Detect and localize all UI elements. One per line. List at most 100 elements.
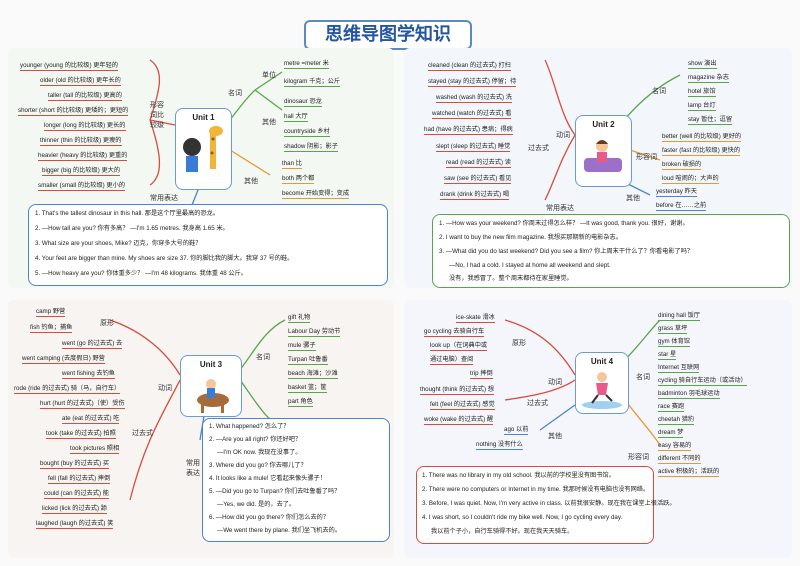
unit3-sentence-1: 1. What happened? 怎么了？ — [209, 423, 290, 430]
unit3-noun-2: Labour Day 劳动节 — [288, 328, 341, 337]
unit1-sentence-1: 1. That's the tallest dinosaur in this h… — [35, 210, 220, 217]
unit4-adj-label: 形容词 — [628, 454, 649, 461]
unit3-verb-11: could (can 的过去式) 能 — [44, 490, 109, 499]
unit1-adj-9: smaller (small 的比较级) 更小的 — [38, 182, 125, 191]
unit3-noun-5: beach 海滩；沙滩 — [288, 370, 338, 379]
unit3-noun-6: basket 篮；筐 — [288, 384, 327, 393]
unit3-noun-3: mule 骡子 — [288, 342, 316, 351]
unit1-adj-4: shorter (short 的比较级) 更矮的；更短的 — [18, 107, 129, 116]
unit2-verb-4: watched (watch 的过去式) 看 — [432, 110, 512, 119]
unit2-hub: Unit 2 — [575, 115, 632, 187]
unit3-noun-7: part 角色 — [288, 398, 313, 407]
unit3-hub: Unit 3 — [180, 355, 242, 417]
unit2-adj-1: better (well 的比较级) 更好的 — [662, 133, 742, 142]
unit3-sentence-3: 3. Where did you go? 你去哪儿了？ — [209, 462, 307, 469]
unit1-other-label: 其他 — [244, 178, 258, 185]
unit4-noun-5: Internet 互联网 — [658, 364, 700, 373]
unit4-sentence-2: 2. There were no computers or Internet i… — [422, 486, 650, 493]
unit4-noun-1: dining hall 饭厅 — [658, 312, 700, 321]
unit4-noun-3: gym 体育馆 — [658, 338, 690, 347]
unit4-verb-1: thought (think 的过去式) 想 — [420, 386, 494, 395]
unit4-past-label: 过去式 — [527, 400, 548, 407]
unit2-noun-4: lamp 台灯 — [688, 102, 716, 111]
unit2-other-label: 其他 — [626, 195, 640, 202]
unit4-noun-4: star 星 — [658, 351, 677, 360]
unit4-sentence-3: 3. Before, I was quiet. Now, I'm very ac… — [422, 500, 676, 507]
unit4-phrase-label: 原形 — [512, 340, 526, 347]
unit1-adj-7: heavier (heavy 的比较级) 更重的 — [38, 152, 128, 161]
unit3-verb-5: hurt (hurt 的过去式)（使）受伤 — [40, 400, 125, 409]
unit2-verb-2: stayed (stay 的过去式) 停留；待 — [428, 78, 517, 87]
unit3-sentence-6: 6. —How did you go there? 你们怎么去的？ — [209, 514, 330, 521]
unit2-verb-7: read (read 的过去式) 读 — [446, 159, 511, 168]
unit3-sentence-5: 5. —Did you go to Turpan? 你们去吐鲁番了吗？ — [209, 488, 341, 495]
unit1-other-1: than 比 — [282, 160, 302, 169]
unit4-sentence-1: 1. There was no library in my old school… — [422, 472, 615, 479]
unit4-phrase-3: look up（在词典中或 — [430, 342, 488, 351]
unit2-adj-4: loud 喧闹的；大声的 — [662, 175, 719, 184]
unit2-sentence-1: 1. —How was your weekend? 你周末过得怎么样？ —It … — [439, 220, 689, 227]
unit3-verb-4: rode (ride 的过去式) 骑（马，自行车） — [14, 385, 121, 394]
unit2-sentence-3c: 没有，我感冒了。整个周末都待在家里睡觉。 — [449, 275, 573, 282]
unit1-adj-3: taller (tall 的比较级) 更高的 — [48, 92, 122, 101]
unit1-noun-label: 名词 — [228, 90, 242, 97]
unit4-adj-3: active 积极的；活跃的 — [658, 468, 720, 477]
unit4-noun-2: grass 草坪 — [658, 325, 688, 334]
unit2-verb-6: slept (sleep 的过去式) 睡觉 — [436, 143, 511, 152]
unit3-verb-2: went camping (去度假日) 野营 — [22, 355, 105, 364]
unit1-other-noun-label: 其他 — [262, 119, 276, 126]
unit3-sentence-4: 4. It looks like a mule! 它看起来像头骡子！ — [209, 475, 326, 482]
unit3-phrase-2: fish 钓鱼；捕鱼 — [30, 324, 73, 333]
unit3-verb-9: bought (buy 的过去式) 买 — [40, 460, 110, 469]
unit3-verb-6: ate (eat 的过去式) 吃 — [62, 415, 120, 424]
unit2-other-2: before 在……之前 — [656, 202, 707, 211]
unit1-unit-2: kilogram 千克；公斤 — [284, 78, 341, 87]
unit3-noun-1: gift 礼物 — [288, 314, 311, 323]
unit3-title: Unit 3 — [199, 360, 223, 369]
unit3-verb-3: went fishing 去钓鱼 — [62, 370, 115, 379]
unit1-adj-2: older (old 的比较级) 更年长的 — [40, 77, 121, 86]
unit4-other-label: 其他 — [548, 433, 562, 440]
unit3-phrase-1: camp 野营 — [36, 308, 66, 317]
unit4-hub: Unit 4 — [575, 352, 629, 414]
unit1-expr-label: 常用表达 — [150, 195, 178, 202]
unit1-adj-label: 形容词比较级 — [150, 102, 164, 129]
unit3-sentence-2b: —I'm OK now. 我现在没事了。 — [217, 449, 302, 456]
unit2-noun-5: stay 暂住；逗留 — [688, 116, 733, 125]
unit2-verb-label: 动词 — [556, 132, 570, 139]
unit3-past-label: 过去式 — [132, 430, 153, 437]
unit3-verb-8: took pictures 照相 — [70, 445, 120, 454]
unit1-adj-6: thinner (thin 的比较级) 更瘦的 — [40, 137, 122, 146]
unit2-noun-3: hotel 旅馆 — [688, 88, 716, 97]
unit4-title: Unit 4 — [590, 357, 614, 366]
unit2-noun-1: show 演出 — [688, 60, 717, 69]
unit1-noun-2: hall 大厅 — [284, 113, 308, 122]
unit2-sentence-2: 2. I want to buy the new film magazine. … — [439, 234, 622, 241]
giraffe-boy-icon — [183, 126, 223, 172]
unit1-adj-8: bigger (big 的比较级) 更大的 — [42, 167, 121, 176]
unit4-sentence-4: 4. I was short, so I couldn't ride my bi… — [422, 514, 623, 521]
unit2-verb-5: had (have 的过去式) 患病；得病 — [424, 126, 513, 135]
unit4-noun-6: cycling 骑自行车运动（或活动） — [658, 377, 747, 386]
unit3-verb-label: 动词 — [158, 385, 172, 392]
unit4-adj-1: easy 容易的 — [658, 442, 692, 451]
unit4-verb-3: woke (wake 的过去式) 醒 — [424, 416, 494, 425]
unit3-verb-12: licked (lick 的过去式) 舔 — [42, 505, 107, 514]
unit3-verb-13: laughed (laugh 的过去式) 笑 — [36, 520, 114, 529]
unit1-unit-label: 单位 — [262, 72, 276, 79]
unit3-noun-4: Turpan 吐鲁番 — [288, 356, 328, 365]
unit4-noun-label: 名词 — [636, 374, 650, 381]
unit4-noun-8: race 赛跑 — [658, 403, 685, 412]
unit3-expr-label: 常用表达 — [186, 460, 200, 477]
unit2-verb-9: drank (drink 的过去式) 喝 — [440, 191, 510, 200]
unit2-title: Unit 2 — [592, 120, 615, 129]
unit4-phrase-1: ice-skate 滑冰 — [456, 314, 495, 323]
unit2-other-1: yesterday 昨天 — [656, 188, 697, 197]
unit2-adj-2: faster (fast 的比较级) 更快的 — [662, 147, 741, 156]
unit1-unit-1: metre =meter 米 — [284, 60, 329, 69]
unit1-sentence-2: 2. —How tall are you? 你有多高？ —I'm 1.65 me… — [35, 225, 229, 232]
unit1-sentence-3: 3. What size are your shoes, Mike? 迈克，你穿… — [35, 240, 202, 247]
unit2-verb-3: washed (wash 的过去式) 洗 — [436, 94, 512, 103]
